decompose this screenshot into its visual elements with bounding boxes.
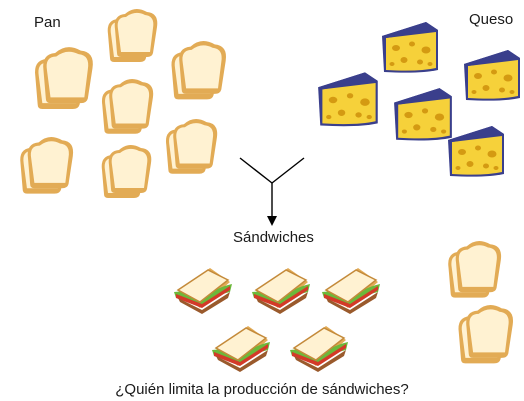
cheese-wedge	[448, 126, 504, 177]
bread-pair	[35, 47, 93, 109]
bread-pair	[107, 8, 158, 62]
bread-pair	[101, 78, 154, 134]
label-pan: Pan	[34, 14, 61, 31]
bread-pair	[101, 144, 152, 198]
bread-pair-leftover	[448, 241, 502, 298]
sandwich	[322, 268, 380, 314]
bread-pair	[165, 118, 218, 174]
bread-pair-leftover	[458, 305, 514, 364]
bread-pair	[171, 41, 227, 100]
bread-pair	[20, 137, 74, 194]
label-sandwiches: Sándwiches	[233, 229, 314, 246]
sandwich	[290, 326, 348, 372]
cheese-wedge	[394, 88, 452, 141]
label-queso: Queso	[469, 11, 514, 28]
cheese-wedge	[318, 72, 378, 127]
question-caption: ¿Quién limita la producción de sándwiche…	[115, 381, 409, 398]
sandwich	[174, 268, 232, 314]
sandwich	[212, 326, 270, 372]
sandwich	[252, 268, 310, 314]
cheese-wedge	[464, 50, 520, 101]
cheese-wedge	[382, 22, 438, 73]
